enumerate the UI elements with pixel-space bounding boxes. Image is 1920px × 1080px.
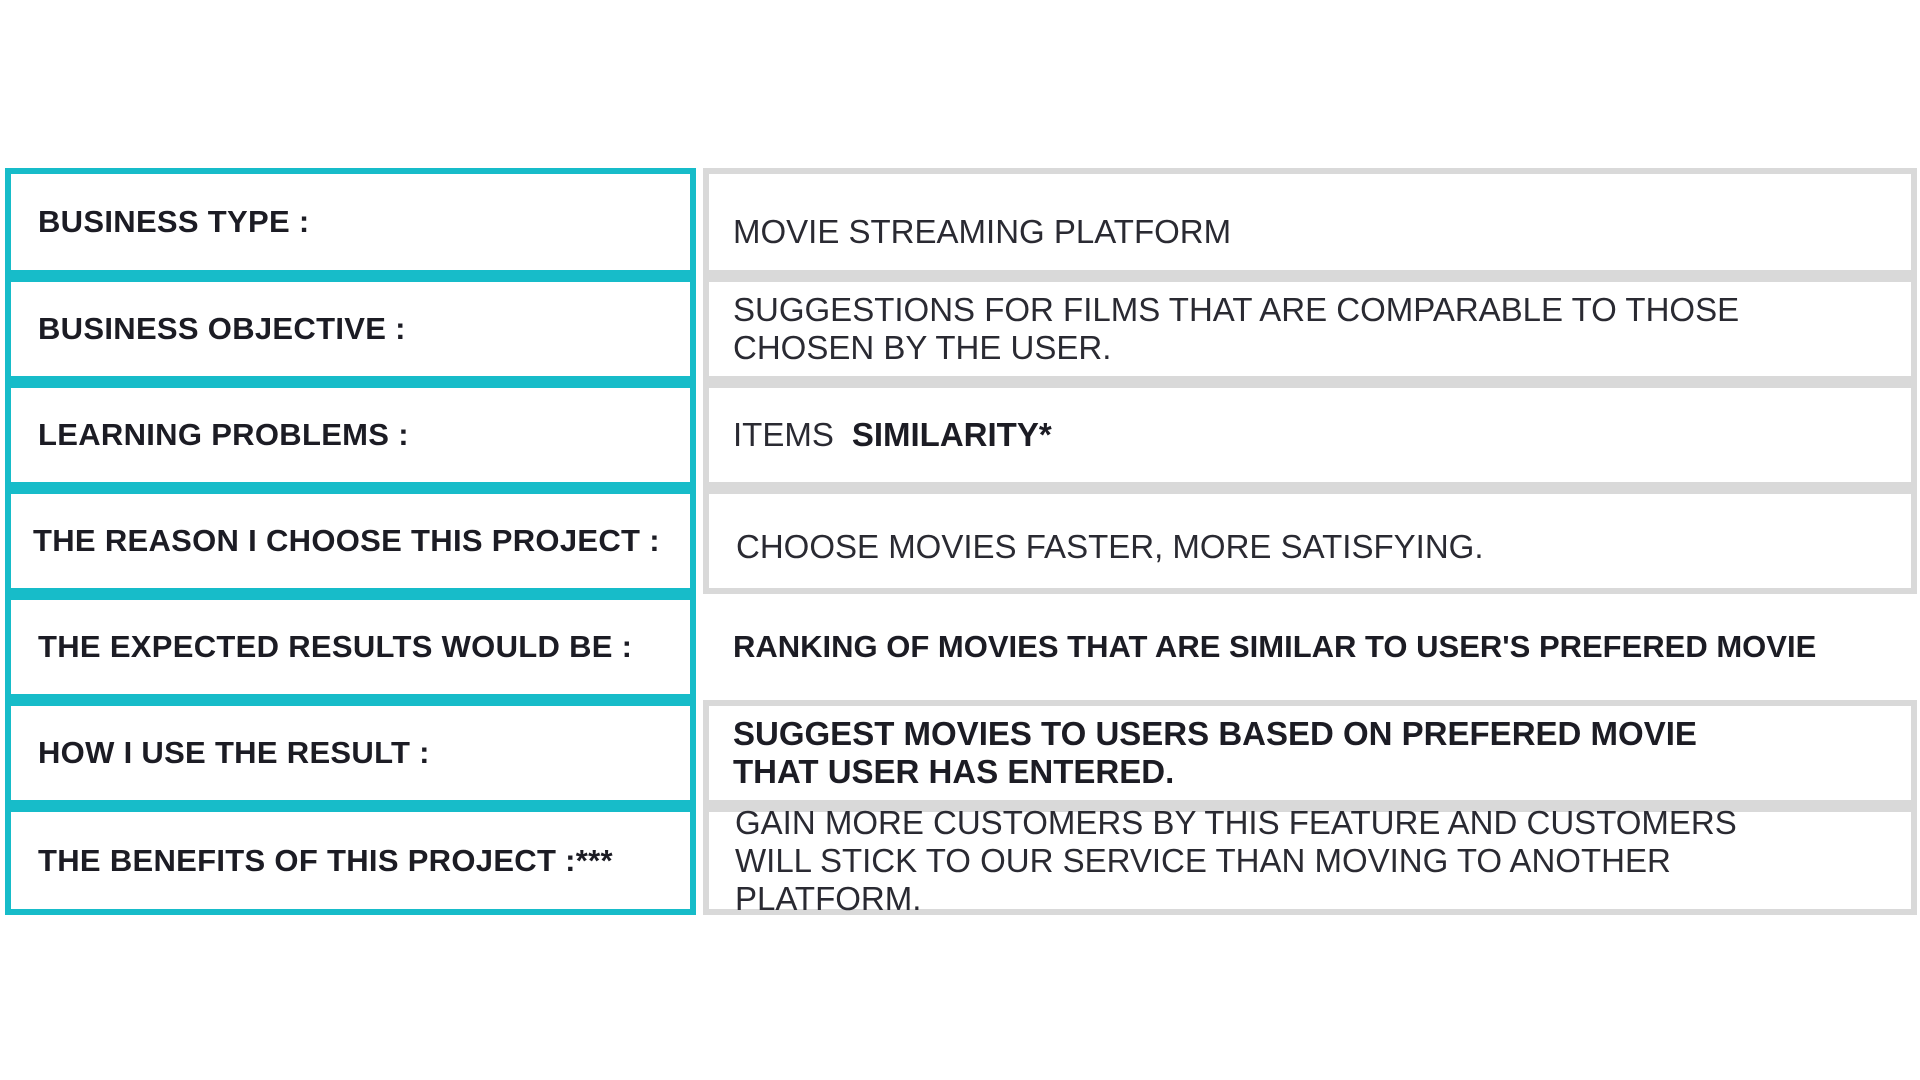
row-value-business-type: MOVIE STREAMING PLATFORM [703,168,1917,276]
row-label-text: BUSINESS TYPE : [38,204,310,239]
row-label-text: THE REASON I CHOOSE THIS PROJECT : [33,523,660,558]
row-value-learning-problems: ITEMS SIMILARITY* [703,382,1917,488]
row-value-text: SUGGESTIONS FOR FILMS THAT ARE COMPARABL… [733,291,1740,366]
row-label-text: LEARNING PROBLEMS : [38,417,409,452]
row-value-business-objective: SUGGESTIONS FOR FILMS THAT ARE COMPARABL… [703,276,1917,382]
row-label-how-use: HOW I USE THE RESULT : [5,700,696,806]
row-value-text: CHOOSE MOVIES FASTER, MORE SATISFYING. [736,528,1484,565]
row-label-text: THE BENEFITS OF THIS PROJECT :*** [38,842,613,878]
row-label-business-type: BUSINESS TYPE : [5,168,696,276]
row-value-how-use: SUGGEST MOVIES TO USERS BASED ON PREFERE… [703,700,1917,806]
row-label-benefits: THE BENEFITS OF THIS PROJECT :*** [5,806,696,915]
row-label-expected-results: THE EXPECTED RESULTS WOULD BE : [5,594,696,700]
row-value-text: MOVIE STREAMING PLATFORM [733,213,1232,250]
row-label-text: BUSINESS OBJECTIVE : [38,311,406,346]
row-value-bold-text: SIMILARITY* [851,416,1052,453]
row-label-business-objective: BUSINESS OBJECTIVE : [5,276,696,382]
row-label-learning-problems: LEARNING PROBLEMS : [5,382,696,488]
row-value-expected-results: RANKING OF MOVIES THAT ARE SIMILAR TO US… [703,594,1917,700]
row-value-benefits: GAIN MORE CUSTOMERS BY THIS FEATURE AND … [703,803,1917,917]
row-label-reason: THE REASON I CHOOSE THIS PROJECT : [5,488,696,594]
row-label-text: THE EXPECTED RESULTS WOULD BE : [38,629,633,664]
row-label-text: HOW I USE THE RESULT : [38,735,430,770]
row-value-text: RANKING OF MOVIES THAT ARE SIMILAR TO US… [733,629,1817,664]
row-value-reason: CHOOSE MOVIES FASTER, MORE SATISFYING. [703,488,1917,594]
row-value-text: ITEMS [733,416,834,453]
row-value-text: GAIN MORE CUSTOMERS BY THIS FEATURE AND … [735,803,1737,917]
row-value-text: SUGGEST MOVIES TO USERS BASED ON PREFERE… [733,715,1697,790]
